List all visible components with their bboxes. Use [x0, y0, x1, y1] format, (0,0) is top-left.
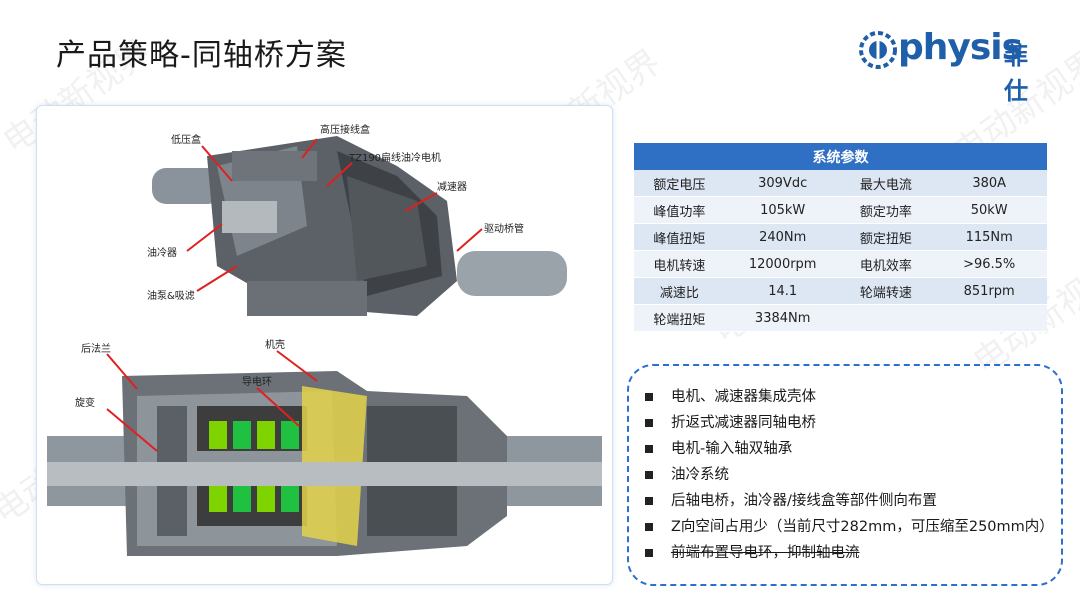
- bullet-square-icon: [645, 445, 653, 453]
- param-name: 峰值扭矩: [634, 223, 725, 251]
- param-name: 轮端扭矩: [634, 304, 725, 332]
- param-value: 240Nm: [724, 223, 841, 251]
- param-value: 380A: [931, 170, 1047, 197]
- exterior-render: [152, 136, 567, 316]
- label-rear-flange: 后法兰: [81, 342, 111, 355]
- param-value: 309Vdc: [724, 170, 841, 197]
- param-value: 14.1: [724, 277, 841, 305]
- label-conductive-ring: 导电环: [242, 375, 272, 388]
- param-value: 3384Nm: [724, 304, 841, 332]
- param-name: [840, 304, 932, 332]
- table-header: 系统参数: [634, 143, 1047, 170]
- param-name: 峰值功率: [634, 196, 725, 224]
- param-name: 额定电压: [634, 170, 725, 197]
- logo-cn: 菲仕: [1004, 42, 1028, 105]
- param-name: 最大电流: [840, 170, 932, 197]
- label-low-voltage-box: 低压盒: [171, 133, 201, 146]
- param-name: 额定扭矩: [840, 223, 932, 251]
- param-value: 851rpm: [931, 277, 1047, 305]
- table-row: 轮端扭矩 3384Nm: [634, 304, 1047, 332]
- logo-brand: physis: [898, 27, 1023, 68]
- logo-mark-icon: [859, 31, 897, 69]
- param-name: 额定功率: [840, 196, 932, 224]
- bullet-square-icon: [645, 393, 653, 401]
- bullet-square-icon: [645, 471, 653, 479]
- label-hv-junction-box: 高压接线盒: [320, 123, 370, 136]
- param-value: 12000rpm: [724, 250, 841, 278]
- system-params-table: 系统参数 额定电压 309Vdc 最大电流 380A 峰值功率 105kW 额定…: [634, 143, 1047, 332]
- bullet-square-icon: [645, 549, 653, 557]
- param-name: 轮端转速: [840, 277, 932, 305]
- label-reducer: 减速器: [437, 181, 467, 193]
- list-item: 后轴电桥，油冷器/接线盒等部件侧向布置: [645, 488, 1055, 514]
- bullet-square-icon: [645, 419, 653, 427]
- param-value: [931, 304, 1047, 332]
- param-name: 减速比: [634, 277, 725, 305]
- bullet-square-icon: [645, 497, 653, 505]
- exterior-arrows: [186, 138, 483, 292]
- param-name: 电机效率: [840, 250, 932, 278]
- list-item: 油冷系统: [645, 462, 1055, 488]
- table-row: 电机转速 12000rpm 电机效率 >96.5%: [634, 250, 1047, 278]
- cross-section: [47, 371, 602, 556]
- list-item: Z向空间占用少（当前尺寸282mm，可压缩至250mm内）: [645, 514, 1055, 540]
- list-item: 折返式减速器同轴电桥: [645, 410, 1055, 436]
- param-value: 50kW: [931, 196, 1047, 224]
- table-row: 峰值扭矩 240Nm 额定扭矩 115Nm: [634, 223, 1047, 251]
- param-value: >96.5%: [931, 250, 1047, 278]
- table-row: 峰值功率 105kW 额定功率 50kW: [634, 196, 1047, 224]
- list-item: 电机-输入轴双轴承: [645, 436, 1055, 462]
- section-arrows: [106, 350, 318, 452]
- product-image-panel: 低压盒 高压接线盒 TZ190扁线油冷电机 减速器 驱动桥管 油冷器 油泵&吸滤: [36, 105, 613, 585]
- bullet-square-icon: [645, 523, 653, 531]
- label-housing: 机壳: [265, 338, 285, 351]
- label-resolver: 旋变: [75, 396, 95, 409]
- page-title: 产品策略-同轴桥方案: [56, 38, 347, 73]
- param-value: 105kW: [724, 196, 841, 224]
- param-value: 115Nm: [931, 223, 1047, 251]
- label-motor: TZ190扁线油冷电机: [348, 151, 441, 164]
- feature-list-box: 电机、减速器集成壳体 折返式减速器同轴电桥 电机-输入轴双轴承 油冷系统 后轴电…: [627, 364, 1063, 586]
- table-row: 额定电压 309Vdc 最大电流 380A: [634, 170, 1047, 197]
- company-logo: physis 菲仕: [858, 27, 1048, 105]
- list-item: 前端布置导电环，抑制轴电流: [645, 540, 1055, 566]
- label-axle-tube: 驱动桥管: [484, 222, 524, 235]
- table-row: 减速比 14.1 轮端转速 851rpm: [634, 277, 1047, 305]
- label-oil-cooler: 油冷器: [147, 246, 177, 259]
- label-oil-pump: 油泵&吸滤: [147, 289, 195, 302]
- param-name: 电机转速: [634, 250, 725, 278]
- list-item: 电机、减速器集成壳体: [645, 384, 1055, 410]
